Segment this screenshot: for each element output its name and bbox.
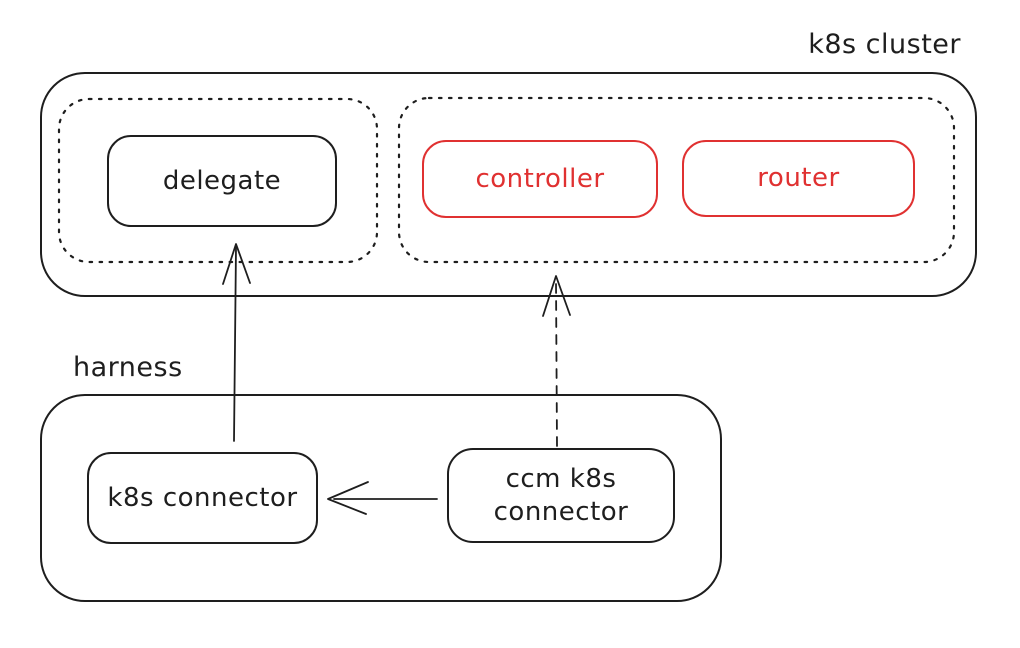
- controller-node-label: controller: [475, 163, 605, 194]
- router-node: router: [682, 140, 915, 217]
- ccm-k8s-connector-node-label: ccm k8s connector: [493, 464, 629, 527]
- k8s-cluster-boundary: [40, 72, 977, 297]
- delegate-node-label: delegate: [162, 165, 282, 196]
- controller-node: controller: [422, 140, 658, 218]
- router-node-label: router: [757, 163, 840, 194]
- k8s-cluster-label: k8s cluster: [808, 29, 961, 60]
- k8s-connector-node-label: k8s connector: [107, 482, 298, 513]
- k8s-connector-node: k8s connector: [87, 452, 318, 544]
- harness-label: harness: [73, 352, 183, 383]
- delegate-node: delegate: [107, 135, 337, 227]
- ccm-k8s-connector-node: ccm k8s connector: [447, 448, 675, 543]
- harness-boundary: [40, 394, 722, 602]
